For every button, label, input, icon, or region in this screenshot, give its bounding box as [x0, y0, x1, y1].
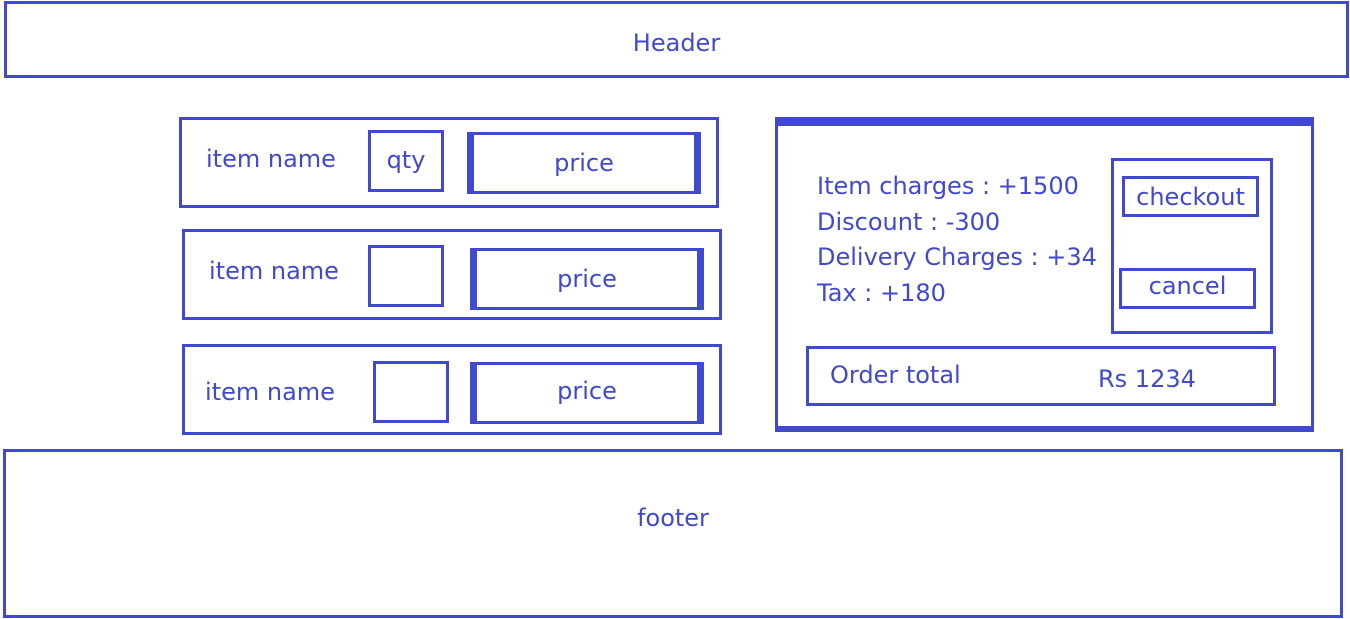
cart-item-row: item name price	[182, 229, 722, 320]
footer-label: footer	[637, 504, 709, 532]
tax-line: Tax : +180	[817, 279, 946, 307]
qty-input[interactable]	[368, 245, 444, 307]
footer-bar: footer	[3, 449, 1343, 618]
cart-item-row: item name qty price	[179, 117, 719, 208]
qty-input[interactable]	[373, 361, 449, 423]
item-charges-line: Item charges : +1500	[817, 172, 1079, 200]
order-total-box: Order total Rs 1234	[806, 346, 1276, 406]
qty-input[interactable]: qty	[368, 130, 444, 192]
checkout-label: checkout	[1136, 183, 1245, 211]
order-total-value: Rs 1234	[1098, 365, 1196, 393]
price-field[interactable]: price	[470, 248, 704, 310]
price-field[interactable]: price	[467, 132, 701, 194]
checkout-button[interactable]: checkout	[1122, 176, 1259, 217]
qty-label: qty	[386, 146, 426, 174]
price-label: price	[557, 265, 617, 293]
price-label: price	[554, 149, 614, 177]
cancel-button[interactable]: cancel	[1119, 268, 1256, 309]
item-name-label: item name	[209, 257, 339, 285]
cart-item-row: item name price	[182, 344, 722, 435]
delivery-charges-line: Delivery Charges : +34	[817, 243, 1097, 271]
item-name-label: item name	[206, 145, 336, 173]
order-total-label: Order total	[830, 361, 961, 389]
item-name-label: item name	[205, 378, 335, 406]
header-label: Header	[632, 29, 721, 57]
price-field[interactable]: price	[470, 362, 704, 424]
cancel-label: cancel	[1148, 272, 1227, 300]
header-bar: Header	[4, 1, 1349, 78]
price-label: price	[557, 377, 617, 405]
discount-line: Discount : -300	[817, 208, 1001, 236]
